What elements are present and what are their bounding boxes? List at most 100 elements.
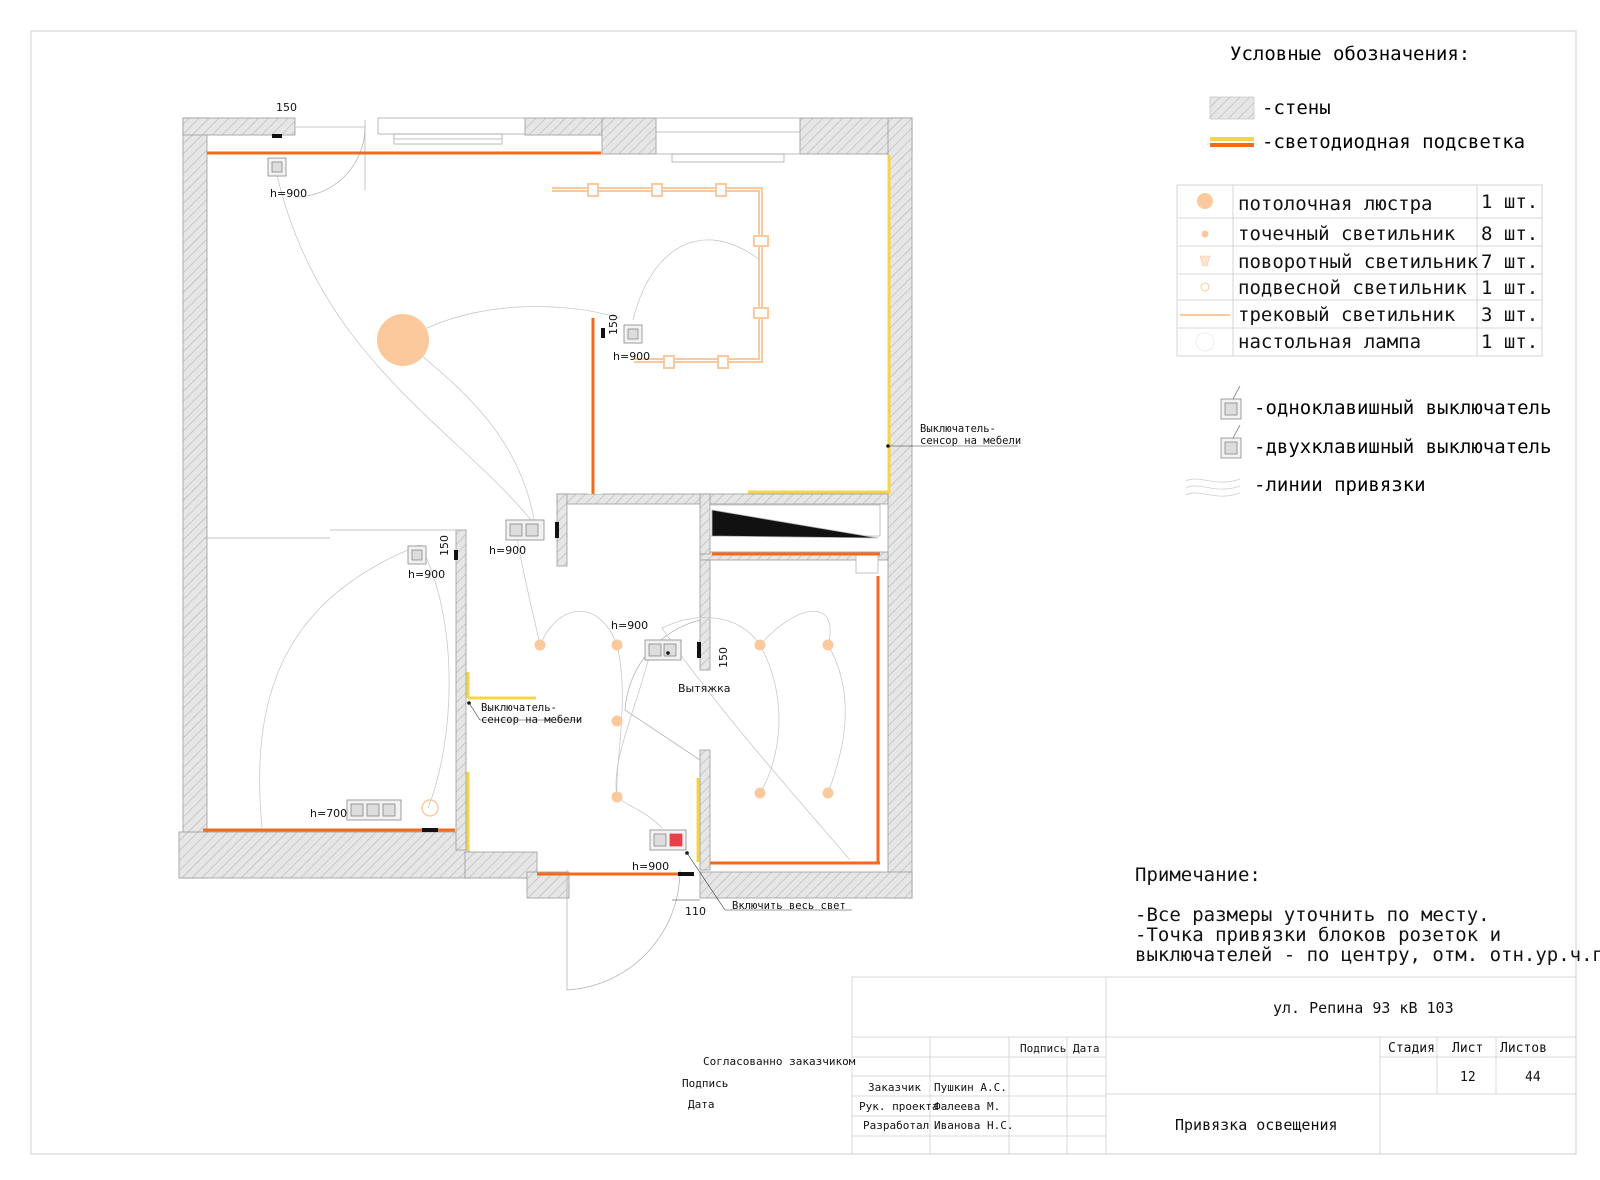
tb-sheet-no: 12 <box>1460 1070 1476 1085</box>
height-label: h=900 <box>632 860 669 873</box>
notes-line: -Точка привязки блоков розеток и <box>1135 924 1501 946</box>
spot-light-icon <box>754 639 766 651</box>
legend-title: Условные обозначения: <box>1230 43 1470 65</box>
approval-sign: Подпись <box>682 1077 728 1090</box>
chandelier-icon <box>1197 193 1213 209</box>
dim-150-vertical: 150 <box>717 647 730 668</box>
legend-item-count: 1 шт. <box>1481 191 1538 213</box>
dim-150-top: 150 <box>276 101 297 114</box>
legend-item-label: точечный светильник <box>1238 223 1456 245</box>
spot-light-icon <box>754 787 766 799</box>
legend: Условные обозначения: -стены -светодиодн… <box>1176 43 1551 497</box>
spot-light-icon <box>822 639 834 651</box>
notes: Примечание: -Все размеры уточнить по мес… <box>1135 864 1600 966</box>
spot-light-icon <box>611 791 623 803</box>
switch-single-3 <box>407 545 458 565</box>
sensor-label-line1: Выключатель- <box>481 702 557 714</box>
legend-item-label: потолочная люстра <box>1238 193 1432 215</box>
legend-walls-label: -стены <box>1262 97 1331 119</box>
double-switch-icon <box>1220 424 1242 459</box>
legend-item-label: трековый светильник <box>1238 304 1456 326</box>
height-label: h=900 <box>613 350 650 363</box>
approval-agreed: Согласованно заказчиком <box>703 1055 856 1068</box>
pendant-light-icon <box>421 799 439 817</box>
tb-dev: Иванова Н.С. <box>934 1119 1013 1132</box>
switch-double-1 <box>505 519 559 541</box>
notes-title: Примечание: <box>1135 864 1261 886</box>
height-label: h=900 <box>408 568 445 581</box>
led-strips-orange <box>203 151 880 876</box>
spot-light-icon <box>822 787 834 799</box>
height-label: h=900 <box>611 619 648 632</box>
switch-single-1 <box>267 134 287 177</box>
tb-sheets-total: 44 <box>1525 1070 1541 1085</box>
title-block: ул. Репина 93 кВ 103 Подпись Дата Стадия… <box>851 976 1577 1155</box>
legend-item-count: 3 шт. <box>1481 304 1538 326</box>
notes-line: -Все размеры уточнить по месту. <box>1135 904 1490 926</box>
tb-dev-role: Разработал <box>863 1119 929 1132</box>
switch-all-light <box>649 829 694 876</box>
tb-lead: Фалеева М. <box>934 1100 1000 1113</box>
legend-item-count: 1 шт. <box>1481 331 1538 353</box>
floor-plan: 150 h=900 h=900 h=900 h=900 h=900 h=700 … <box>178 101 1021 991</box>
led-strips-yellow <box>466 155 891 862</box>
link-lines-icon <box>1185 478 1241 497</box>
legend-item-label: настольная лампа <box>1238 331 1421 353</box>
window-top-left <box>377 117 526 145</box>
switch-single-2 <box>601 324 643 344</box>
legend-item-count: 1 шт. <box>1481 277 1538 299</box>
plan-labels: 150 h=900 h=900 h=900 h=900 h=900 h=700 … <box>270 101 731 918</box>
notes-line: выключателей - по центру, отм. отн.ур.ч.… <box>1135 944 1600 966</box>
ceiling-chandelier-icon <box>377 314 429 366</box>
tb-sheet: Лист <box>1452 1041 1483 1056</box>
legend-item-count: 7 шт. <box>1481 251 1538 273</box>
approval: Согласованно заказчиком Подпись Дата <box>682 1055 856 1111</box>
fixture-table <box>1176 184 1543 357</box>
legend-item-label: поворотный светильник <box>1238 251 1479 273</box>
tb-col-sign: Подпись <box>1020 1042 1066 1055</box>
legend-single-switch-label: -одноклавишный выключатель <box>1254 397 1551 419</box>
sheet-frame <box>30 30 1577 1155</box>
tb-customer: Пушкин А.С. <box>934 1081 1007 1094</box>
window-top-right <box>655 117 801 163</box>
sensor-labels: Выключатель- сенсор на мебели Выключател… <box>481 423 1021 912</box>
pendant-light-icon <box>1200 282 1210 292</box>
doors <box>205 120 881 991</box>
spot-light-icon <box>534 639 546 651</box>
legend-led-label: -светодиодная подсветка <box>1262 131 1525 153</box>
leader-lines <box>468 445 1018 911</box>
tb-lead-role: Рук. проекта <box>859 1100 938 1113</box>
hood-label: Вытяжка <box>678 682 731 695</box>
legend-link-lines-label: -линии привязки <box>1254 474 1426 496</box>
table-lamp-icon <box>1195 332 1215 352</box>
height-label: h=900 <box>489 544 526 557</box>
link-lines <box>259 174 851 861</box>
wall-swatch <box>1209 96 1255 120</box>
spot-lights <box>534 639 834 803</box>
dim-150-vertical: 150 <box>438 535 451 556</box>
tb-col-date: Дата <box>1073 1042 1100 1055</box>
spot-light-icon <box>611 639 623 651</box>
approval-date: Дата <box>688 1098 715 1111</box>
spot-light-icon <box>1201 230 1209 238</box>
tb-sheets: Листов <box>1500 1041 1547 1056</box>
all-light-label: Включить весь свет <box>732 900 846 912</box>
legend-item-count: 8 шт. <box>1481 223 1538 245</box>
sensor-label-line2: сенсор на мебели <box>481 714 582 726</box>
dim-150-vertical: 150 <box>607 314 620 335</box>
dim-110: 110 <box>685 905 706 918</box>
tb-drawing-title: Привязка освещения <box>1175 1116 1338 1134</box>
sensor-label-line1: Выключатель- <box>920 423 996 435</box>
track-light-frame <box>552 183 769 369</box>
height-label: h=900 <box>270 187 307 200</box>
legend-item-label: подвесной светильник <box>1238 277 1467 299</box>
legend-double-switch-label: -двухклавишный выключатель <box>1254 436 1551 458</box>
tb-stage: Стадия <box>1388 1041 1435 1056</box>
rotary-light-icon <box>1199 255 1211 267</box>
walls <box>178 117 913 899</box>
switch-triple-block <box>346 799 438 832</box>
spot-light-icon <box>611 715 623 727</box>
switch-double-2 <box>644 639 701 661</box>
hood-dot <box>666 651 670 655</box>
